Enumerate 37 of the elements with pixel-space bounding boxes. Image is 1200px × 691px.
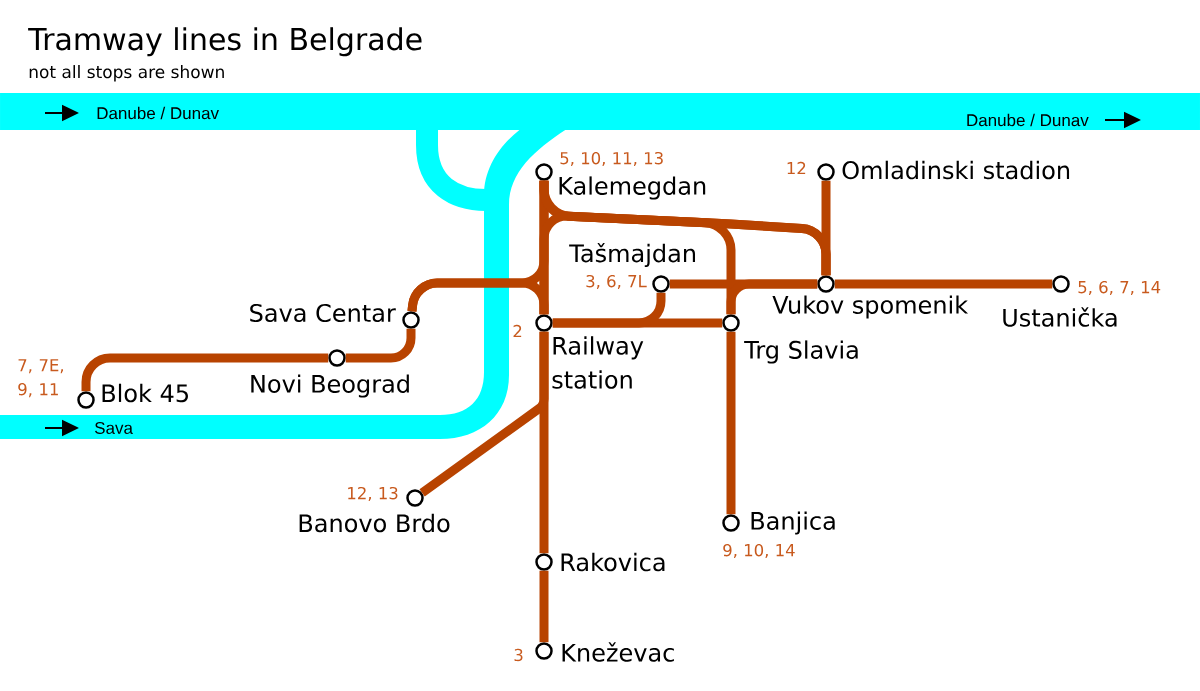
station-name: Rakovica: [561, 552, 665, 572]
station-name: Banovo Brdo: [299, 513, 450, 533]
line-numbers: 7, 7E, 9, 11: [18, 359, 63, 398]
track-line: [726, 279, 818, 315]
track-line: [539, 570, 549, 643]
title: Tramway lines in Belgrade: [28, 27, 422, 57]
track-line: [419, 331, 549, 497]
station-name: Banjica: [751, 511, 835, 535]
station-name: Trg Slavia: [744, 340, 858, 364]
line-numbers: 5, 6, 7, 14: [1078, 280, 1161, 296]
river-label: Danube / Dunav: [97, 106, 219, 120]
track-line: [821, 180, 831, 276]
line-numbers: 2: [513, 324, 522, 338]
track-line: [726, 331, 736, 515]
station-name: Sava Centar: [250, 303, 396, 323]
station-name: Ustanička: [1003, 307, 1117, 327]
track-line: [81, 353, 329, 392]
line-numbers: 12, 13: [348, 486, 398, 502]
line-numbers: 5, 10, 11, 13: [560, 151, 663, 167]
subtitle: not all stops are shown: [29, 65, 224, 82]
station-name: Tašmajdan: [569, 242, 695, 268]
river-label: Sava: [95, 421, 133, 434]
station-name: Omladinski stadion: [842, 160, 1070, 180]
station-name: Railway station: [552, 336, 644, 389]
station-name: Blok 45: [102, 383, 188, 403]
track-line: [552, 292, 666, 328]
river-label: Danube / Dunav: [967, 113, 1089, 127]
line-numbers: 12: [787, 161, 806, 175]
track-line: [834, 279, 1053, 289]
line-numbers: 9, 10, 14: [723, 543, 795, 559]
line-numbers: 3, 6, 7L: [586, 274, 647, 290]
station-name: Kneževac: [562, 642, 674, 662]
station-name: Vukov spomenik: [772, 295, 969, 319]
line-numbers: 3: [514, 648, 523, 662]
station-name: Novi Beograd: [251, 374, 409, 398]
station-name: Kalemegdan: [559, 176, 706, 200]
track-line: [345, 328, 416, 363]
